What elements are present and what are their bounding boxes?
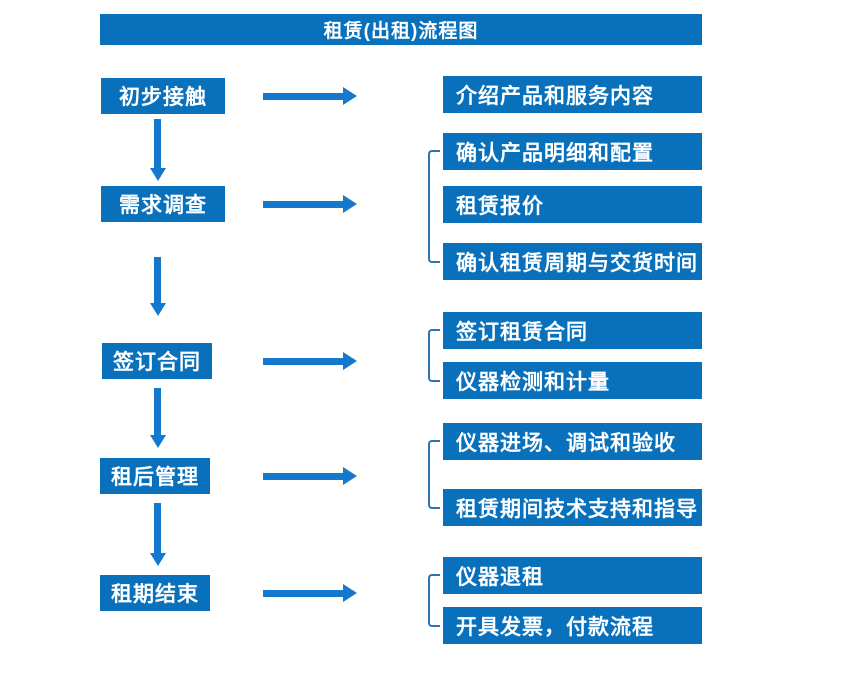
arrow-head [149,435,166,448]
arrow-head [343,87,357,105]
arrow-shaft [154,257,161,303]
group-bracket-rental-end [428,574,440,627]
arrow-shaft [263,92,343,100]
down-arrow-icon [149,257,166,316]
detail-tech-support-during-rental: 租赁期间技术支持和指导 [443,489,702,526]
right-arrow-icon [263,584,357,602]
arrow-shaft [263,589,343,597]
down-arrow-icon [149,119,166,181]
group-bracket-post-rental-management [428,440,440,509]
arrow-head [149,303,166,316]
arrow-shaft [154,503,161,553]
detail-rental-quote: 租赁报价 [443,186,702,223]
detail-instrument-testing-metering: 仪器检测和计量 [443,362,702,399]
down-arrow-icon [149,388,166,448]
arrow-head [343,195,357,213]
detail-sign-rental-contract: 签订租赁合同 [443,312,702,349]
flowchart-title: 租赁(出租)流程图 [100,14,702,45]
arrow-shaft [263,200,343,208]
arrow-head [149,168,166,181]
arrow-shaft [154,119,161,168]
step-demand-survey: 需求调查 [101,186,225,222]
arrow-head [343,352,357,370]
right-arrow-icon [263,195,357,213]
arrow-shaft [154,388,161,435]
step-post-rental-management: 租后管理 [100,458,210,494]
detail-invoice-payment-process: 开具发票，付款流程 [443,607,702,644]
detail-introduce-products-services: 介绍产品和服务内容 [443,76,702,113]
detail-instrument-return: 仪器退租 [443,557,702,594]
group-bracket-sign-contract [428,329,440,382]
step-initial-contact: 初步接触 [101,78,225,114]
arrow-shaft [263,472,343,480]
detail-confirm-rental-period-delivery: 确认租赁周期与交货时间 [443,243,702,280]
arrow-head [343,467,357,485]
arrow-head [149,553,166,566]
group-bracket-demand-survey [428,150,440,263]
right-arrow-icon [263,352,357,370]
arrow-shaft [263,357,343,365]
step-rental-end: 租期结束 [100,575,210,611]
detail-confirm-product-specs: 确认产品明细和配置 [443,133,702,170]
arrow-head [343,584,357,602]
step-sign-contract: 签订合同 [102,343,212,379]
down-arrow-icon [149,503,166,566]
right-arrow-icon [263,467,357,485]
right-arrow-icon [263,87,357,105]
detail-instrument-arrival-debug-acceptance: 仪器进场、调试和验收 [443,423,702,460]
